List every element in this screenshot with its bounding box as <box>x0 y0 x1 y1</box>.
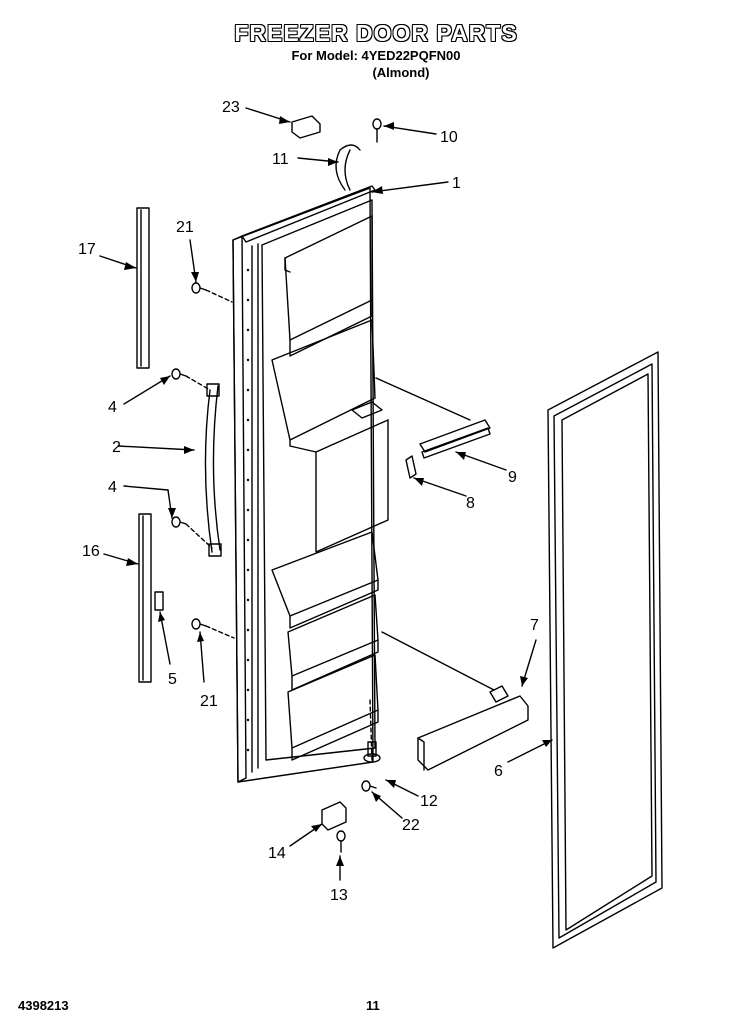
callout-22: 22 <box>402 817 420 834</box>
callout-5: 5 <box>168 671 177 688</box>
callout-9: 9 <box>508 469 517 486</box>
callout-2: 2 <box>112 439 121 456</box>
callout-7: 7 <box>530 617 539 634</box>
trim-strip-lower <box>138 513 152 683</box>
callout-14: 14 <box>268 845 286 862</box>
trim-strip-upper <box>136 207 150 369</box>
arrow-heads <box>124 116 552 866</box>
callout-16: 16 <box>82 543 100 560</box>
model-line: For Model: 4YED22PQFN00 <box>291 48 461 63</box>
document-number: 4398213 <box>18 998 69 1013</box>
callout-6: 6 <box>494 763 503 780</box>
variant-label: (Almond) <box>372 65 430 80</box>
callout-labels: 23 10 11 1 17 21 4 2 4 16 5 21 9 8 7 6 1… <box>78 99 539 904</box>
door-handle-part <box>204 383 222 557</box>
callout-23: 23 <box>222 99 240 116</box>
door-gasket-part <box>547 351 663 949</box>
callout-10: 10 <box>440 129 458 146</box>
leader-lines <box>99 107 553 881</box>
callout-8: 8 <box>466 495 475 512</box>
freezer-door-part <box>232 185 389 783</box>
screws-and-clips <box>154 115 382 853</box>
callout-4-upper: 4 <box>108 399 117 416</box>
callout-21-upper: 21 <box>176 219 194 236</box>
door-bin-part <box>381 631 529 771</box>
callout-11: 11 <box>272 151 289 168</box>
page-number: 11 <box>366 998 380 1013</box>
dispenser-trim-part <box>375 377 491 479</box>
callout-12: 12 <box>420 793 438 810</box>
callout-4-lower: 4 <box>108 479 117 496</box>
callout-1: 1 <box>452 175 461 192</box>
page-title: FREEZER DOOR PARTS <box>234 20 518 46</box>
callout-13: 13 <box>330 887 348 904</box>
callout-21-lower: 21 <box>200 693 218 710</box>
callout-17: 17 <box>78 241 96 258</box>
